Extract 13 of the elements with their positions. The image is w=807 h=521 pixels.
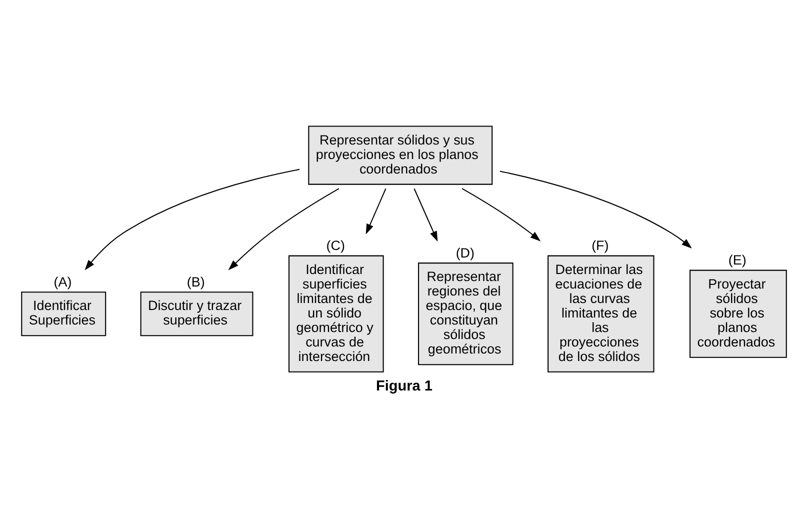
node-label: (A) [54,274,72,289]
node-label: (D) [456,244,475,260]
caption: Figura 1 [376,378,432,394]
node-label: (E) [728,252,746,268]
node-label: (B) [186,274,205,289]
node-label: (C) [326,238,346,253]
arrow [462,188,541,241]
arrow [500,170,692,248]
node-label: (F) [592,238,609,253]
arrow [414,188,438,242]
arrow [366,188,386,234]
arrow [228,188,340,270]
arrow [84,168,300,270]
